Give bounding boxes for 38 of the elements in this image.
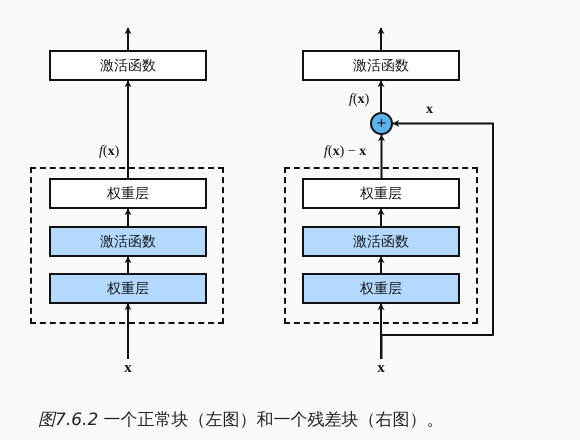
- layer-box: [302, 50, 460, 81]
- arrow: [124, 27, 132, 50]
- layer-label: 激活函数: [100, 234, 156, 248]
- edge-label: f(x): [98, 145, 120, 159]
- input-label: x: [118, 359, 138, 377]
- arrow: [124, 303, 132, 359]
- layer-box: [49, 50, 207, 81]
- arrow: [378, 134, 385, 178]
- arrow: [124, 256, 132, 273]
- layer-box: [49, 178, 207, 209]
- arrow: [124, 208, 132, 226]
- layer-label: 权重层: [107, 282, 149, 296]
- arrow: [378, 27, 384, 50]
- layer-box: [49, 226, 207, 257]
- layer-box: [302, 226, 460, 257]
- addition-circle: [370, 112, 393, 135]
- layer-label: 权重层: [360, 282, 402, 296]
- arrow: [124, 80, 132, 178]
- edge-label: f(x): [348, 93, 370, 107]
- layer-box: [49, 273, 207, 304]
- layer-label: 激活函数: [100, 58, 156, 72]
- plus-sign: +: [376, 117, 387, 130]
- arrow: [378, 208, 384, 226]
- layer-box: [302, 273, 460, 304]
- arrow: [378, 303, 384, 359]
- edge-label: f(x) − x: [323, 145, 368, 159]
- layer-box: [302, 178, 460, 209]
- arrow: [378, 256, 384, 273]
- layer-label: 权重层: [107, 186, 149, 200]
- layer-label: 激活函数: [353, 58, 409, 72]
- dashed-block-outline: [284, 167, 478, 324]
- layer-label: 权重层: [360, 186, 402, 200]
- input-label: x: [371, 359, 391, 377]
- layer-label: 激活函数: [353, 234, 409, 248]
- arrow: [378, 80, 384, 112]
- figure-caption: 图7.6.2 一个正常块（左图）和一个残差块（右图）。: [38, 410, 444, 430]
- dashed-block-outline: [30, 167, 224, 324]
- arrow: [380, 120, 494, 359]
